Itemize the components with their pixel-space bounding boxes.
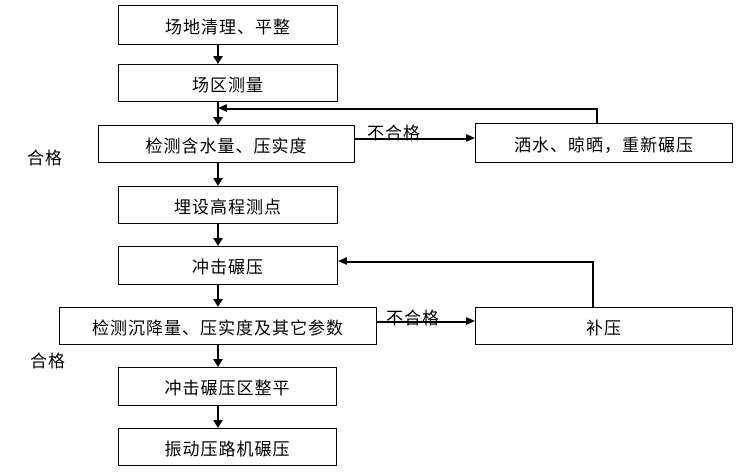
arrowhead-down-icon [213,359,223,367]
arrowhead-left-icon [218,104,227,112]
flow-node-rewater-dry-reroll: 洒水、晾晒，重新碾压 [475,123,733,163]
arrowhead-down-icon [213,117,223,125]
flow-node-label: 检测沉降量、压实度及其它参数 [92,318,344,338]
edge-rewater-return-horizontal [227,108,597,110]
flow-node-label: 场区测量 [192,75,264,95]
flow-node-embed-elevation-points: 埋设高程测点 [118,186,338,224]
flow-node-test-settlement-params: 检测沉降量、压实度及其它参数 [59,307,377,345]
edge-clearing-to-survey [217,45,219,56]
edge-elevation-to-rolling [217,224,219,238]
flow-node-label: 检测含水量、压实度 [145,136,308,156]
edge-label-fail-top: 不合格 [367,124,421,143]
flow-node-label: 场地清理、平整 [165,17,291,37]
edge-fail-to-supplementary [377,321,466,323]
arrowhead-down-icon [213,56,223,64]
edge-test2-to-leveling [217,345,219,359]
flow-node-label: 冲击碾压 [192,258,264,277]
edge-test1-to-elevation [217,163,219,178]
arrowhead-right-icon [466,134,475,142]
flow-node-site-clearing: 场地清理、平整 [118,5,338,45]
flow-node-supplementary-compaction: 补压 [475,307,733,345]
flow-node-label: 洒水、晾晒，重新碾压 [514,135,694,155]
flow-node-impact-area-leveling: 冲击碾压区整平 [118,367,337,406]
flow-node-label: 冲击碾压区整平 [164,379,291,398]
edge-leveling-to-vibratory [217,406,219,420]
flow-node-vibratory-roller-compaction: 振动压路机碾压 [118,428,337,466]
flow-node-label: 振动压路机碾压 [164,439,291,459]
edge-supplementary-return-vertical [592,261,594,307]
flow-node-site-survey: 场区测量 [118,64,338,102]
edge-label-pass-bottom: 合格 [30,352,66,371]
arrowhead-down-icon [213,420,223,428]
arrowhead-down-icon [213,238,223,246]
flow-node-test-moisture-compaction: 检测含水量、压实度 [98,125,355,163]
edge-supplementary-return-horizontal [347,261,593,263]
arrowhead-left-icon [338,257,347,265]
edge-fail-to-rewater [355,138,466,140]
edge-label-pass-top: 合格 [27,149,63,168]
flow-node-impact-rolling: 冲击碾压 [118,246,338,285]
flow-node-label: 补压 [586,318,622,338]
edge-rewater-return-vertical [596,108,598,123]
flow-node-label: 埋设高程测点 [174,197,282,217]
arrowhead-down-icon [213,299,223,307]
edge-label-fail-bottom: 不合格 [386,309,440,328]
arrowhead-down-icon [213,178,223,186]
edge-rolling-to-test2 [217,285,219,299]
edge-survey-to-test1 [217,102,219,117]
arrowhead-right-icon [466,317,475,325]
